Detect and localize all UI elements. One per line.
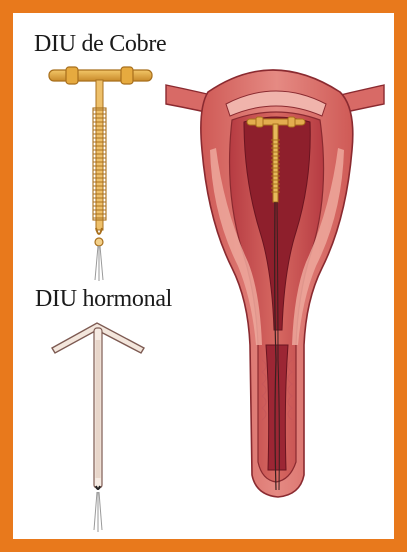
hormonal-iud-device <box>52 323 144 532</box>
copper-iud-arm <box>49 70 152 81</box>
hormonal-iud-strings <box>94 492 102 532</box>
copper-iud-sleeve-left <box>66 67 78 84</box>
copper-iud-sleeve-right <box>121 67 133 84</box>
cervical-canal <box>266 345 288 470</box>
copper-iud-device <box>49 67 152 281</box>
uterus-illustration <box>166 70 384 497</box>
copper-iud-strings <box>95 246 103 281</box>
hormonal-iud-reservoir <box>96 340 101 478</box>
copper-iud-bulb <box>95 238 103 246</box>
copper-iud-stem <box>96 80 103 230</box>
